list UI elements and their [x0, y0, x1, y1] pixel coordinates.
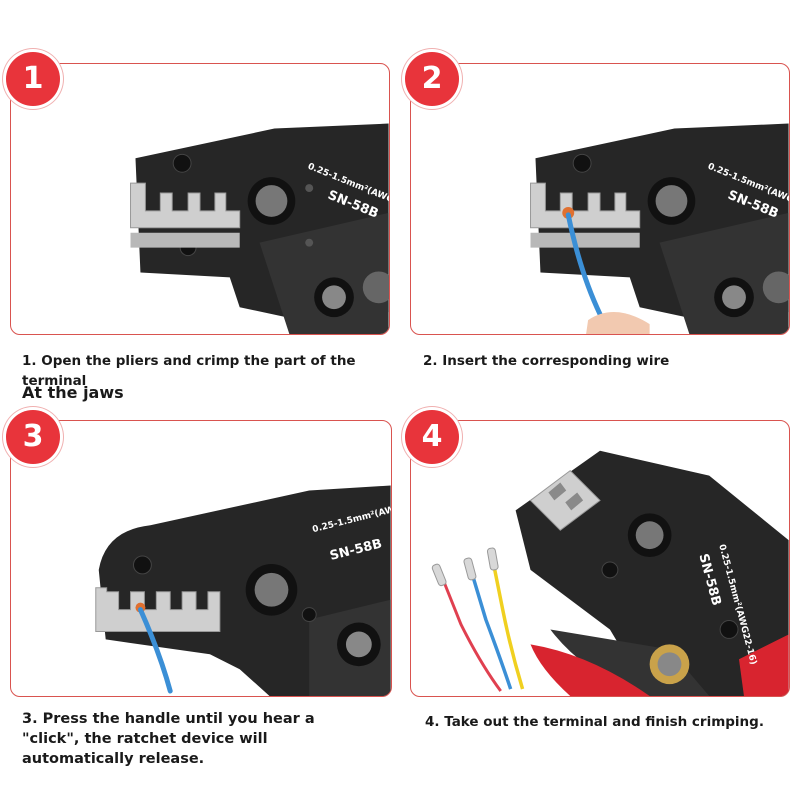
crimper-jaw-wire-illustration: 0.25-1.5mm²(AWG SN-58B: [530, 123, 789, 334]
step-2-caption: 2. Insert the corresponding wire: [423, 353, 670, 369]
step-1-caption: 1. Open the pliers and crimp the part of…: [22, 353, 356, 389]
crimper-jaw-illustration: 0.25-1.5mm²(AWG SN-58B: [130, 123, 389, 334]
step-4-caption: 4. Take out the terminal and finish crim…: [425, 714, 764, 730]
step-1-panel: 0.25-1.5mm²(AWG SN-58B: [10, 63, 390, 335]
step-1-badge: 1: [6, 52, 60, 106]
step-3-badge: 3: [6, 410, 60, 464]
section-heading: At the jaws: [22, 383, 124, 402]
step-3-caption: 3. Press the handle until you hear a "cl…: [22, 711, 315, 767]
crimper-finished-illustration: 0.25-1.5mm²(AWG22-16) SN-58B: [431, 450, 789, 696]
step-2-badge: 2: [405, 52, 459, 106]
step-3-panel: 0.25-1.5mm²(AWG SN-58B: [10, 420, 392, 697]
step-4-badge: 4: [405, 410, 459, 464]
step-2-panel: 0.25-1.5mm²(AWG SN-58B: [410, 63, 790, 335]
step-4-panel: 0.25-1.5mm²(AWG22-16) SN-58B: [410, 420, 790, 697]
crimper-press-illustration: 0.25-1.5mm²(AWG SN-58B: [95, 485, 391, 696]
